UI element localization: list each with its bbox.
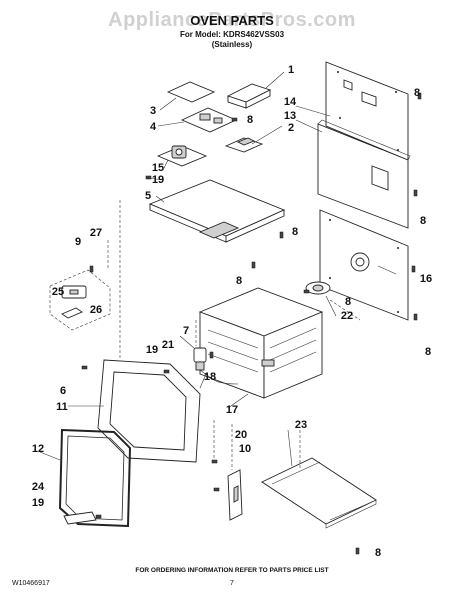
part-23-oven-rack: [261, 457, 377, 529]
ordering-note: FOR ORDERING INFORMATION REFER TO PARTS …: [135, 567, 328, 574]
callout-2: 2: [288, 122, 294, 134]
screw-icon: [163, 369, 170, 374]
part-13-back-panel: [317, 119, 411, 229]
part-22-light-socket: [305, 281, 331, 295]
screw-icon: [95, 514, 102, 519]
screw-icon: [279, 231, 284, 239]
screw-icon: [355, 547, 360, 555]
part-1-vent-duct: [226, 83, 272, 109]
callout-21: 21: [162, 339, 174, 351]
callout-4: 4: [150, 121, 157, 133]
model-line: For Model: KDRS462VSS03: [180, 30, 285, 39]
screw-group: [81, 92, 422, 555]
callout-11: 11: [56, 401, 68, 413]
callout-12: 12: [32, 443, 44, 455]
callout-leader-lines: [39, 71, 397, 467]
callout-1: 1: [288, 64, 294, 76]
callout-8: 8: [292, 226, 298, 238]
page-number: 7: [230, 580, 234, 587]
screw-icon: [213, 487, 220, 492]
callout-25: 25: [52, 286, 64, 298]
part-12-door-gasket: [58, 428, 132, 528]
callout-27: 27: [90, 227, 102, 239]
callout-6: 6: [60, 385, 66, 397]
callout-8: 8: [414, 87, 420, 99]
screw-icon: [89, 265, 94, 273]
callout-10: 10: [239, 443, 251, 455]
callout-15: 15: [152, 162, 164, 174]
part-25-26-latch-group: [49, 269, 111, 331]
document-number: W10466917: [12, 580, 50, 587]
callout-8: 8: [420, 215, 426, 227]
callout-14: 14: [284, 96, 297, 108]
screw-icon: [231, 117, 238, 122]
screw-icon: [413, 313, 418, 321]
screw-icon: [303, 289, 310, 294]
part-16-back-wall: [319, 209, 409, 321]
callout-20: 20: [235, 429, 247, 441]
callout-19: 19: [32, 497, 44, 509]
part-14-rear-panel: [325, 61, 409, 161]
callout-18: 18: [204, 371, 216, 383]
screw-icon: [417, 92, 422, 100]
callout-8: 8: [425, 346, 431, 358]
part-24-latch-bar: [63, 511, 97, 525]
callout-19: 19: [152, 174, 164, 186]
callout-17: 17: [226, 404, 238, 416]
callout-7: 7: [183, 325, 189, 337]
callout-23: 23: [295, 419, 307, 431]
part-18-heating-element: [199, 369, 239, 385]
callout-8: 8: [345, 296, 351, 308]
screw-icon: [251, 261, 256, 269]
part-17-oven-cavity: [198, 287, 324, 399]
part-11-door-frame: [97, 359, 201, 463]
callout-3: 3: [150, 105, 156, 117]
part-7-21-terminal-block: [193, 347, 207, 371]
callout-19: 19: [146, 344, 158, 356]
callout-8: 8: [247, 114, 253, 126]
screw-icon: [411, 265, 416, 273]
watermark-text: AppliancePartsPros.com: [108, 9, 356, 31]
callout-24: 24: [32, 481, 45, 493]
finish-line: (Stainless): [212, 40, 253, 49]
part-15-blower-motor: [156, 145, 208, 167]
screw-icon: [209, 351, 214, 359]
callout-5: 5: [145, 190, 151, 202]
callout-9: 9: [75, 236, 81, 248]
callout-26: 26: [90, 304, 102, 316]
assembly-guide-lines: [107, 200, 361, 470]
part-3-insulation-pad: [166, 81, 216, 103]
callout-labels: 1 8 3 14 4 8 13 2 15 19 5 8 9 27 8 16 25…: [32, 64, 432, 559]
screw-icon: [413, 189, 418, 197]
callout-8: 8: [375, 547, 381, 559]
callout-22: 22: [341, 310, 353, 322]
part-2-bracket: [224, 137, 264, 153]
callout-16: 16: [420, 273, 432, 285]
part-10-hinge: [227, 469, 243, 521]
part-5-top-panel: [148, 179, 286, 243]
screw-icon: [81, 365, 88, 370]
screw-icon: [211, 459, 218, 464]
callout-8: 8: [236, 275, 242, 287]
screw-icon: [145, 175, 152, 180]
callout-13: 13: [284, 110, 296, 122]
part-4-control-board: [180, 107, 238, 133]
page-title: OVEN PARTS: [190, 13, 274, 28]
